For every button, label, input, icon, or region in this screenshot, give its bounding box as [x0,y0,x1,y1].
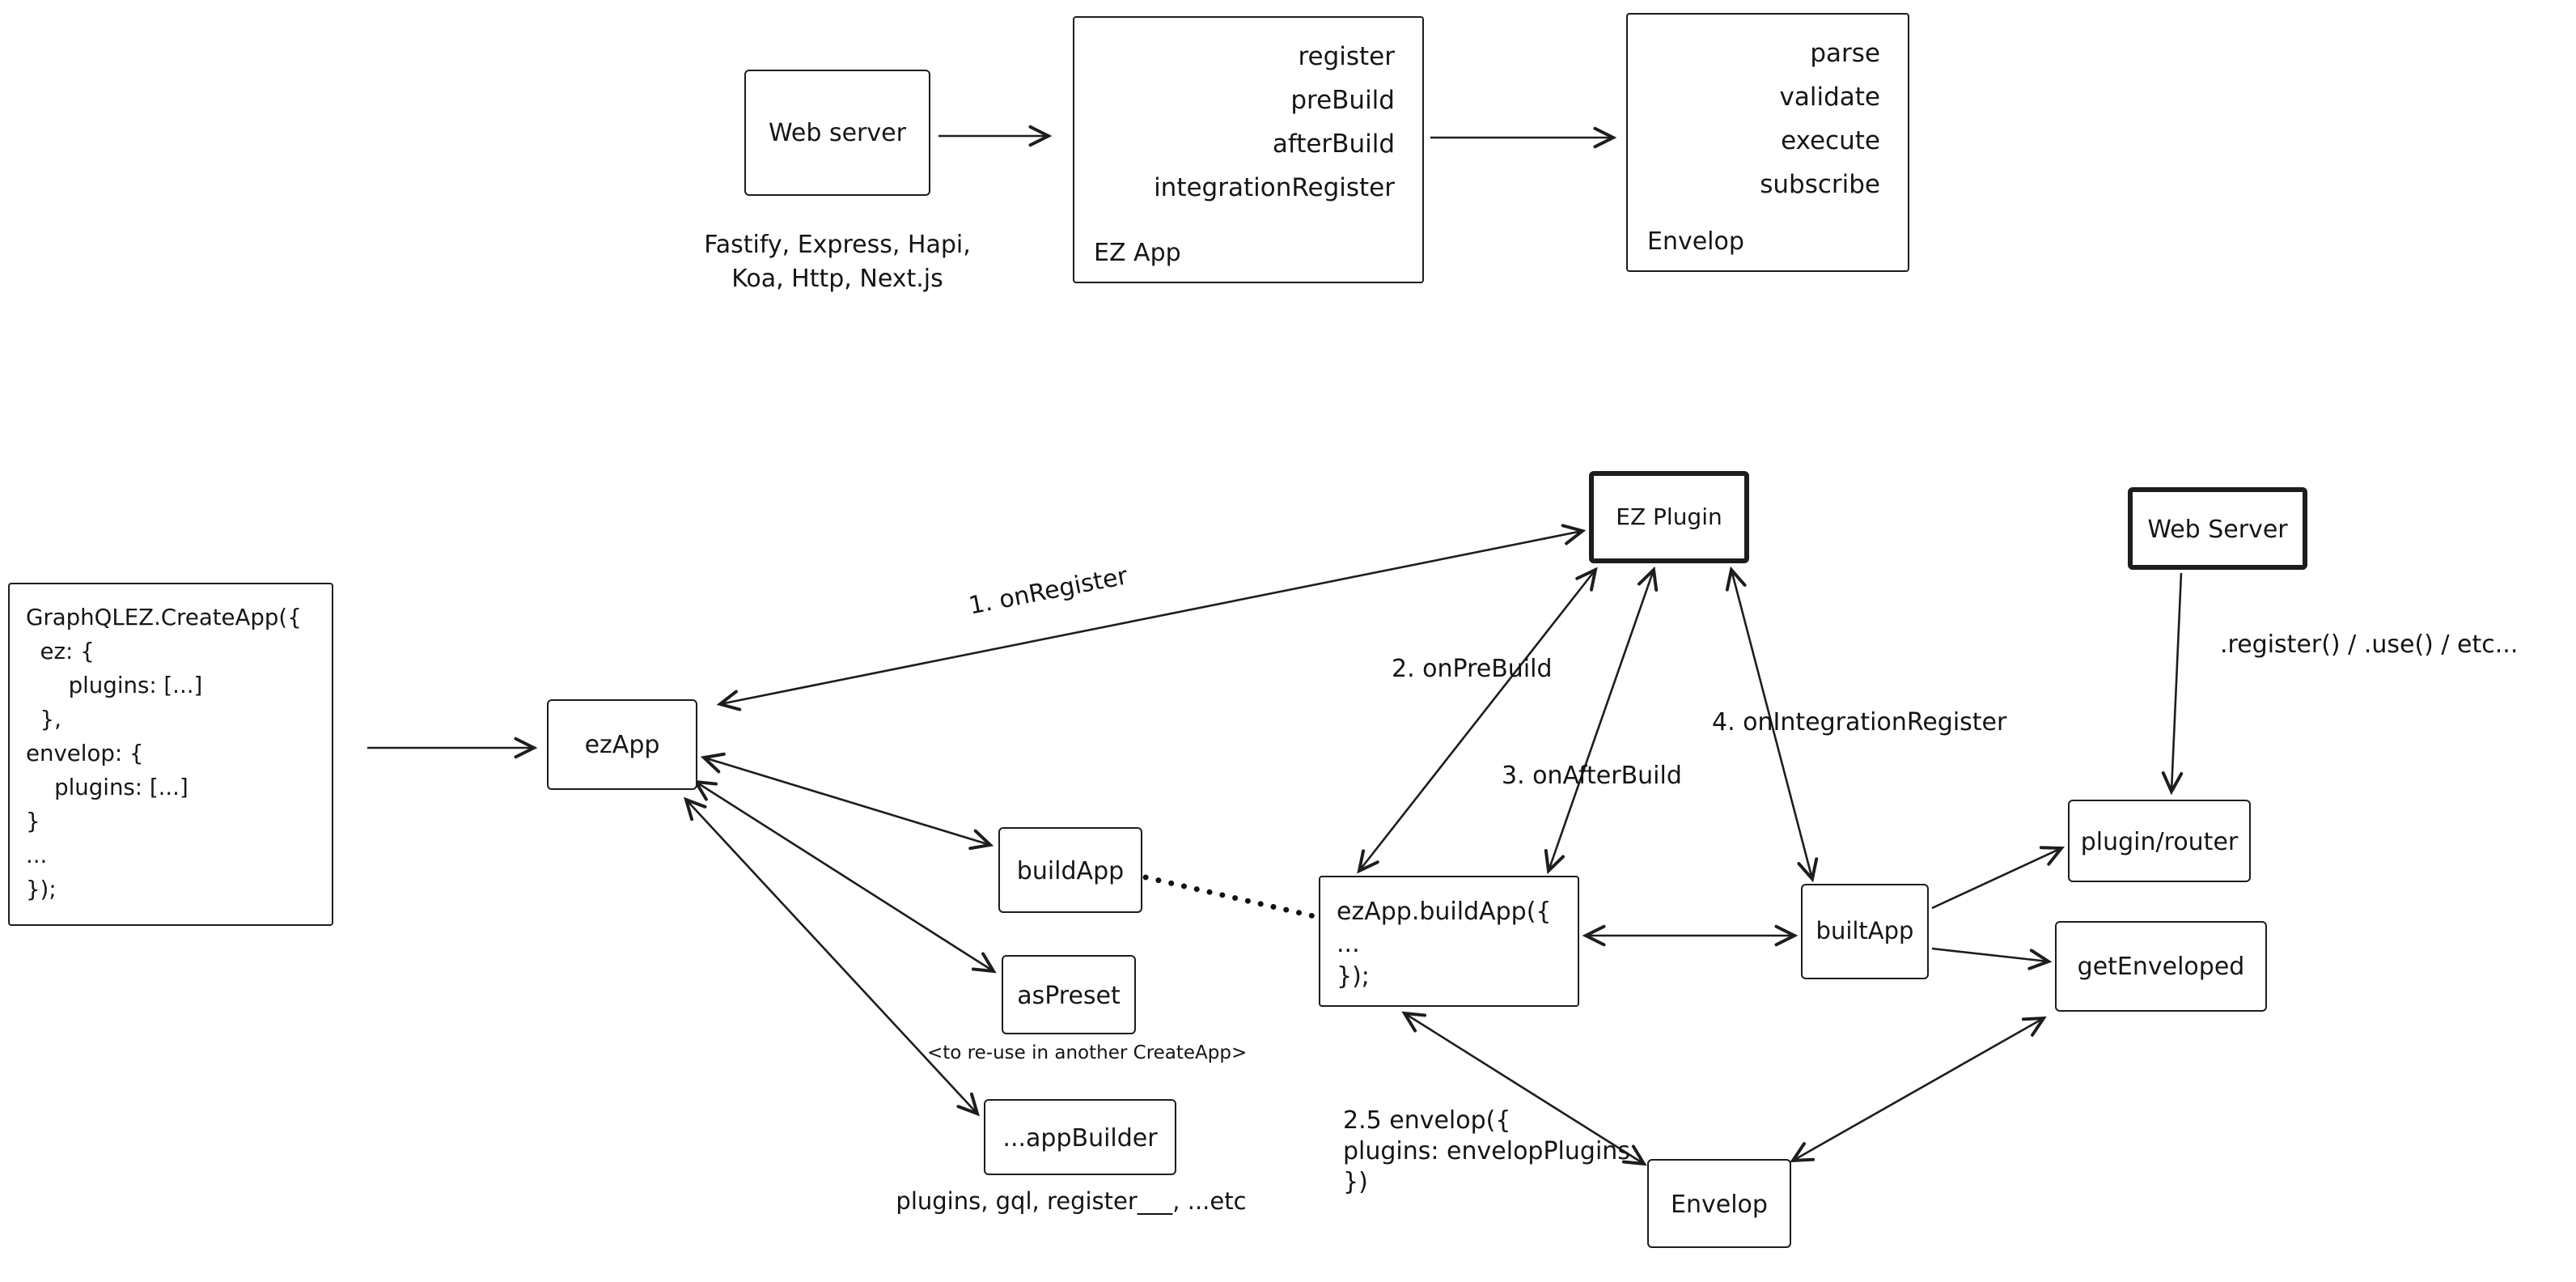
code-line: GraphQLEZ.CreateApp({ [26,605,302,631]
web-server-caption-line1: Fastify, Express, Hapi, [704,230,971,259]
node-ezapp-buildapp-call: ezApp.buildApp({ ... }); [1319,876,1579,1007]
hook-integrationregister: integrationRegister [1154,173,1395,202]
code-line: }); [26,877,57,903]
arrow-ezplugin-onprebuild [1357,567,1598,874]
node-envelop-bottom: Envelop [1647,1159,1791,1248]
label-step25-envelop: 2.5 envelop({ plugins: envelopPlugins }) [1343,1106,1630,1198]
ez-app-panel-label: EZ App [1094,238,1181,267]
create-app-code-box: GraphQLEZ.CreateApp({ ez: { plugins: [..… [8,583,333,926]
node-ez-plugin: EZ Plugin [1589,471,1749,563]
call-line: ... [1337,929,1360,958]
arrow-builtapp-getenveloped [1931,947,2053,970]
web-server-caption: Fastify, Express, Hapi, Koa, Http, Next.… [680,228,995,296]
hook-prebuild: preBuild [1290,86,1395,115]
ez-app-hooks-list: register preBuild afterBuild integration… [1154,36,1395,210]
hook-register: register [1298,42,1395,71]
phase-parse: parse [1810,39,1880,68]
web-server-caption-line2: Koa, Http, Next.js [731,264,943,293]
arrow-builtapp-pluginrouter [1931,846,2065,910]
hook-afterbuild: afterBuild [1272,129,1395,159]
appbuilder-caption: plugins, gql, register___, ...etc [896,1190,1247,1216]
label-step3-onafterbuild: 3. onAfterBuild [1502,761,1682,790]
arrow-ezapp-aspreset [693,779,997,974]
arrow-ezapp-appbuilder [684,796,980,1117]
code-line: ... [26,843,48,869]
call-line: }); [1337,962,1370,991]
code-line: } [26,809,40,835]
node-web-server-bottom: Web Server [2128,487,2307,570]
node-buildapp: buildApp [998,827,1142,913]
code-line: plugins: [...] [26,673,203,699]
envelop-panel-label: Envelop [1647,227,1744,256]
node-getenveloped: getEnveloped [2055,921,2267,1012]
node-ezapp: ezApp [547,699,697,790]
dotted-buildapp-to-call [1142,874,1317,919]
phase-execute: execute [1781,126,1880,155]
call-line: ezApp.buildApp({ [1337,897,1552,926]
label-step1-onregister: 1. onRegister [966,561,1130,621]
aspreset-caption: <to re-use in another CreateApp> [927,1041,1248,1063]
arrow-envelop-getenveloped [1790,1016,2047,1163]
phase-validate: validate [1779,83,1881,112]
node-aspreset: asPreset [1002,955,1136,1034]
label-step2-onprebuild: 2. onPreBuild [1392,654,1553,683]
envelop-phases-list: parse validate execute subscribe [1760,32,1880,207]
arrow-ezplugin-onafterbuild [1544,566,1659,875]
arrow-ezapp-buildapp [700,752,994,851]
panel-ez-app: register preBuild afterBuild integration… [1073,16,1424,283]
panel-envelop: parse validate execute subscribe Envelop [1626,13,1909,272]
node-plugin-router: plugin/router [2068,800,2251,882]
label-step25-line2: plugins: envelopPlugins [1343,1136,1630,1165]
label-step4-onintegrationregister: 4. onIntegrationRegister [1712,707,2007,737]
node-appbuilder: ...appBuilder [984,1099,1176,1175]
label-step25-line1: 2.5 envelop({ [1343,1106,1511,1135]
code-line: envelop: { [26,741,144,767]
arrow-webserver-pluginrouter [2161,572,2184,796]
label-step25-line3: }) [1343,1167,1368,1196]
label-register-use: .register() / .use() / etc... [2220,630,2519,659]
code-line: plugins: [...] [26,775,189,801]
node-builtapp: builtApp [1801,884,1929,979]
code-line: ez: { [26,639,95,665]
node-web-server-top: Web server [744,70,930,196]
code-line: }, [26,707,61,733]
phase-subscribe: subscribe [1760,170,1880,199]
